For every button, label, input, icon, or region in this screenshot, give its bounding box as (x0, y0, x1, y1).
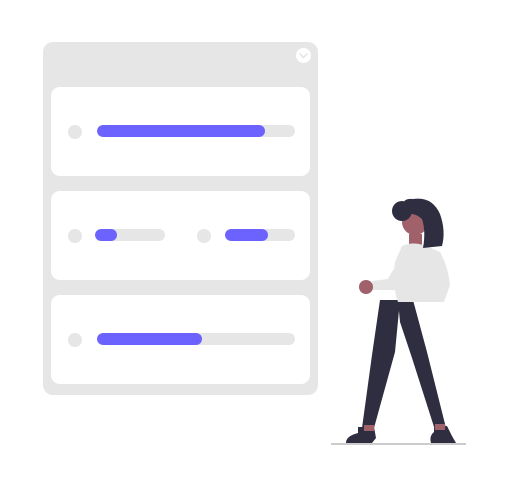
hair (403, 198, 444, 248)
hair-bun (392, 201, 412, 221)
progress-fill (95, 229, 118, 241)
collapse-button[interactable] (296, 48, 311, 63)
option-card-1[interactable] (51, 87, 310, 176)
option-radio[interactable] (197, 229, 211, 243)
ground-line (331, 443, 466, 445)
options-panel (43, 42, 318, 395)
progress-slider[interactable] (97, 125, 295, 137)
option-radio[interactable] (68, 229, 82, 243)
progress-slider[interactable] (95, 229, 165, 241)
progress-fill (97, 333, 202, 345)
front-leg (362, 300, 400, 428)
left-ankle (364, 425, 374, 431)
front-sleeve (372, 262, 408, 290)
progress-fill (97, 125, 266, 137)
right-shoe (430, 426, 456, 443)
progress-slider[interactable] (225, 229, 295, 241)
option-card-2[interactable] (51, 191, 310, 280)
right-ankle (435, 424, 445, 430)
progress-fill (225, 229, 269, 241)
back-leg (398, 300, 446, 430)
option-radio[interactable] (68, 333, 82, 347)
option-radio[interactable] (68, 125, 82, 139)
back-sleeve (430, 254, 449, 300)
progress-slider[interactable] (97, 333, 295, 345)
option-card-3[interactable] (51, 295, 310, 384)
chevron-down-icon (299, 52, 308, 58)
hand (359, 280, 373, 294)
